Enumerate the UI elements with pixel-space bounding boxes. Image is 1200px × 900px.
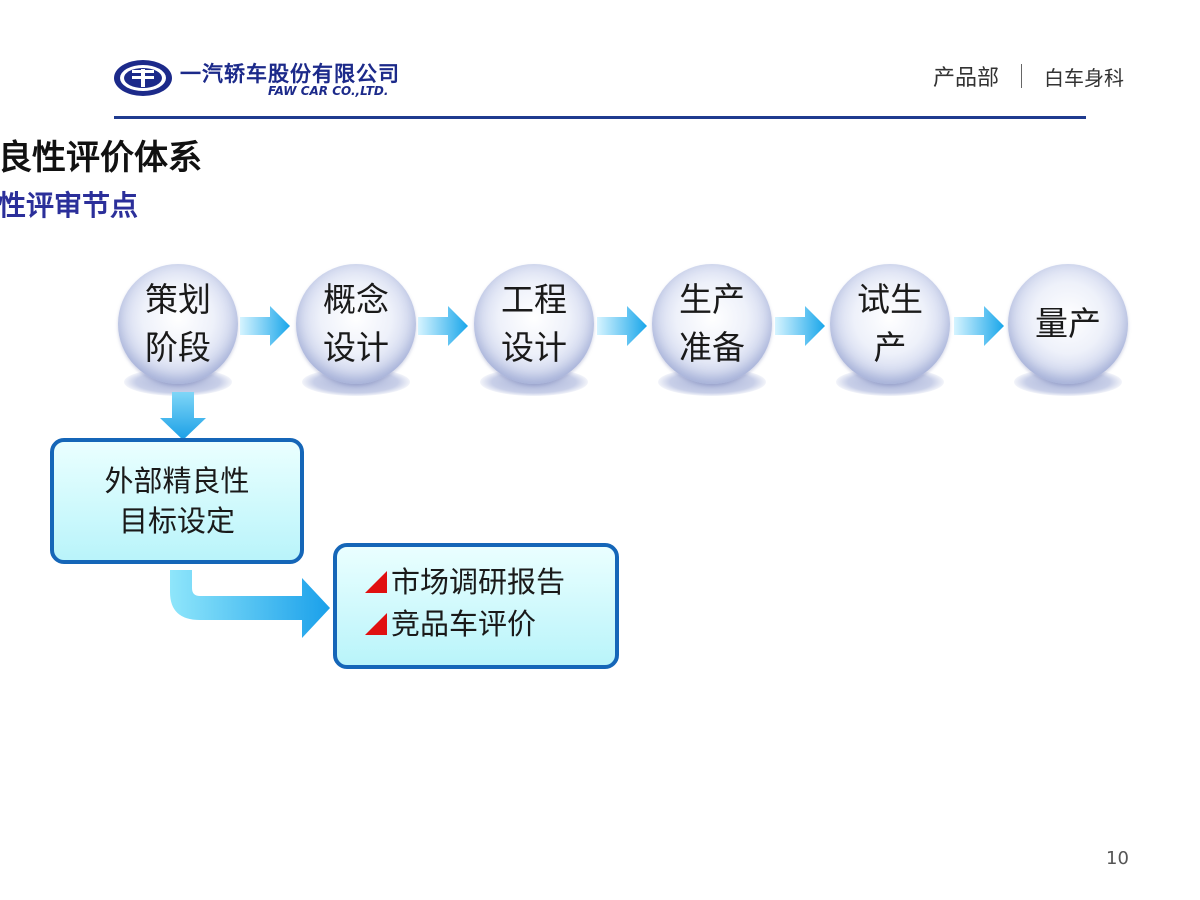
dept-label: 产品部 [932, 66, 999, 91]
stage-label: 生产 准备 [679, 280, 745, 367]
stage-orb: 量产 [1008, 264, 1128, 384]
external-target-box: 外部精良性 目标设定 [50, 438, 304, 564]
company-name-cn: 一汽轿车股份有限公司 [180, 62, 400, 86]
stage-label: 策划 阶段 [145, 280, 211, 367]
flow-arrow-right-icon [954, 306, 1004, 346]
header-separator [1021, 64, 1022, 88]
stage-mass-production: 量产 [1008, 264, 1128, 404]
stage-engineering-design: 工程 设计 [474, 264, 594, 404]
stage-orb: 生产 准备 [652, 264, 772, 384]
header-breadcrumb: 产品部 白车身科 [933, 60, 1124, 92]
flow-arrow-down-icon [160, 392, 206, 440]
page-title: 良性评价体系 [0, 138, 202, 178]
faw-emblem-icon [114, 60, 172, 96]
stage-orb: 策划 阶段 [118, 264, 238, 384]
header-divider [114, 116, 1086, 119]
flow-arrow-right-icon [240, 306, 290, 346]
stage-label: 量产 [1035, 304, 1101, 343]
stage-trial-production: 试生 产 [830, 264, 950, 404]
company-name-en: FAW CAR CO.,LTD. [268, 84, 389, 98]
list-item: 市场调研报告 [365, 561, 615, 603]
stage-production-prep: 生产 准备 [652, 264, 772, 404]
flow-arrow-elbow-icon [170, 570, 330, 638]
section-label: 白车身科 [1044, 65, 1124, 90]
stage-planning: 策划 阶段 [118, 264, 238, 404]
stage-concept-design: 概念 设计 [296, 264, 416, 404]
stage-label: 工程 设计 [501, 280, 567, 367]
red-triangle-bullet-icon [365, 571, 387, 593]
stage-orb: 工程 设计 [474, 264, 594, 384]
flow-arrow-right-icon [597, 306, 647, 346]
company-logo: 一汽轿车股份有限公司 FAW CAR CO.,LTD. [112, 58, 412, 102]
stage-orb: 概念 设计 [296, 264, 416, 384]
list-item: 竞品车评价 [365, 603, 615, 645]
red-triangle-bullet-icon [365, 613, 387, 635]
stage-label: 试生 产 [857, 280, 923, 367]
external-target-text: 外部精良性 目标设定 [104, 464, 250, 538]
flow-arrow-right-icon [775, 306, 825, 346]
list-item-label: 市场调研报告 [391, 565, 566, 599]
list-item-label: 竞品车评价 [391, 607, 537, 641]
stage-label: 概念 设计 [323, 280, 389, 367]
stage-orb: 试生 产 [830, 264, 950, 384]
page-subtitle: 性评审节点 [0, 189, 139, 222]
page-number: 10 [1106, 848, 1129, 869]
flow-arrow-right-icon [418, 306, 468, 346]
input-docs-box: 市场调研报告 竞品车评价 [333, 543, 619, 669]
